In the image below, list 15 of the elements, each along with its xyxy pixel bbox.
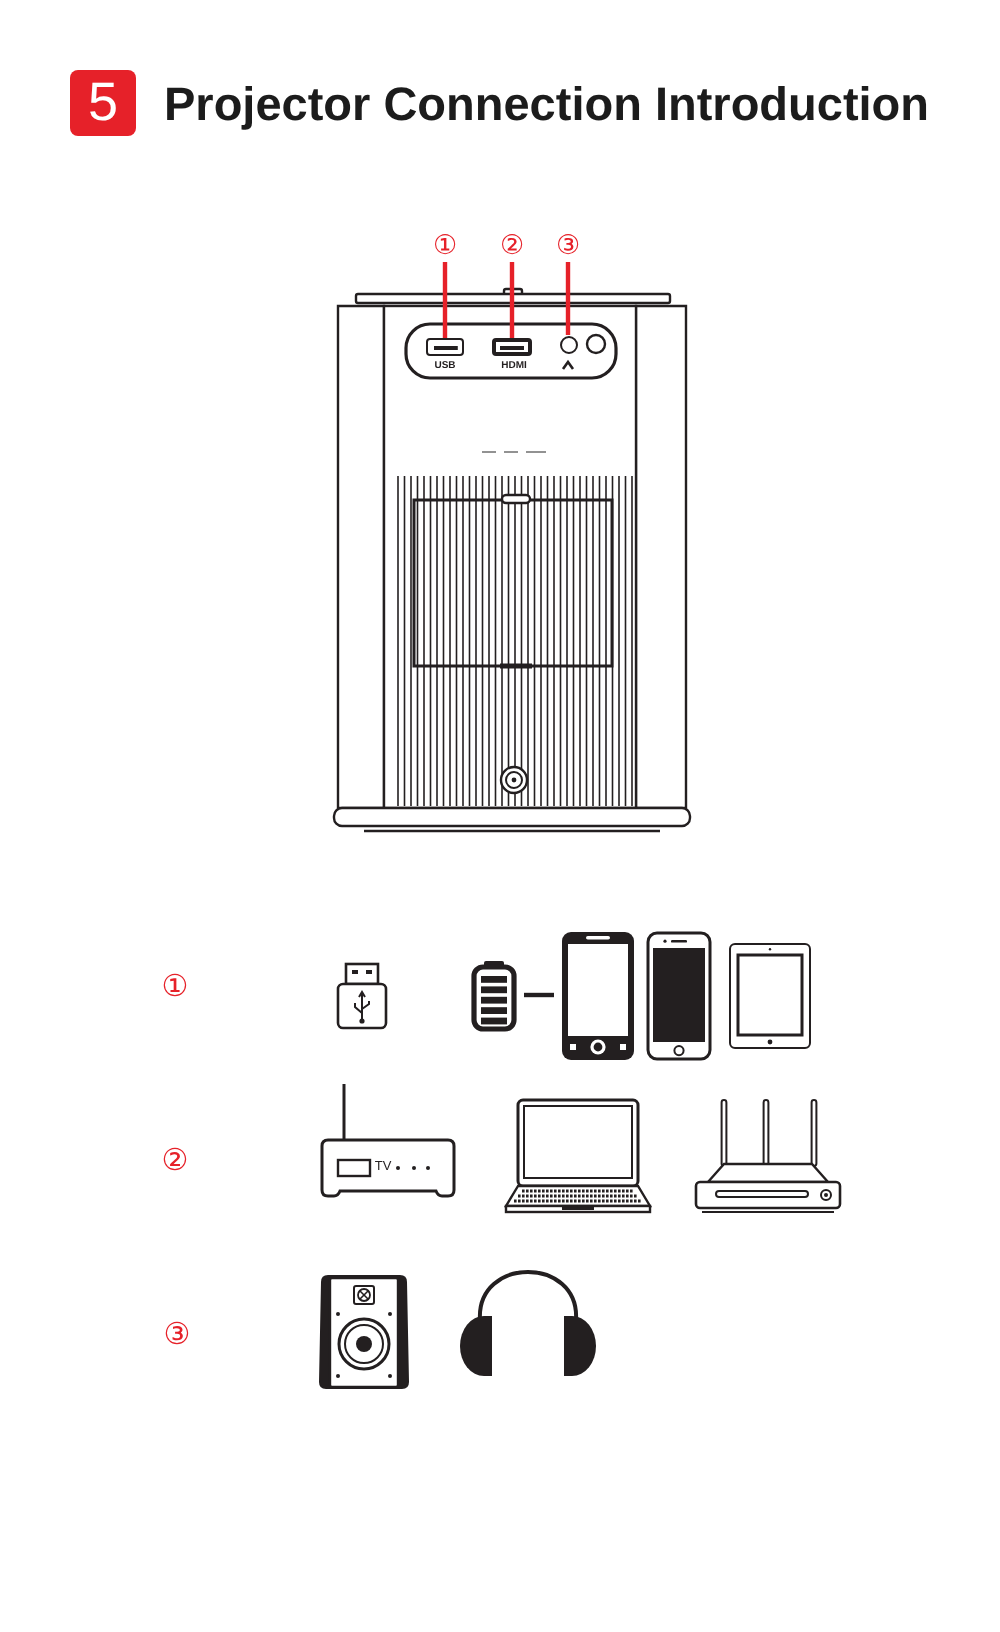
callout-number: ③ [161, 1316, 193, 1352]
connector-line [524, 992, 554, 998]
callout-number: ③ [553, 230, 583, 262]
usb-port [426, 338, 464, 356]
leader-line [565, 262, 571, 335]
title: Projector Connection Introduction [164, 76, 930, 132]
callout-number: ② [497, 230, 527, 262]
callout-number: ① [159, 968, 191, 1004]
leader-line [442, 262, 448, 338]
callout-number: ② [159, 1142, 191, 1178]
callout-number: ① [430, 230, 460, 262]
hdmi-port [492, 338, 532, 356]
step-number: 5 [87, 72, 119, 132]
leader-line [509, 262, 515, 338]
step-badge [70, 70, 136, 136]
